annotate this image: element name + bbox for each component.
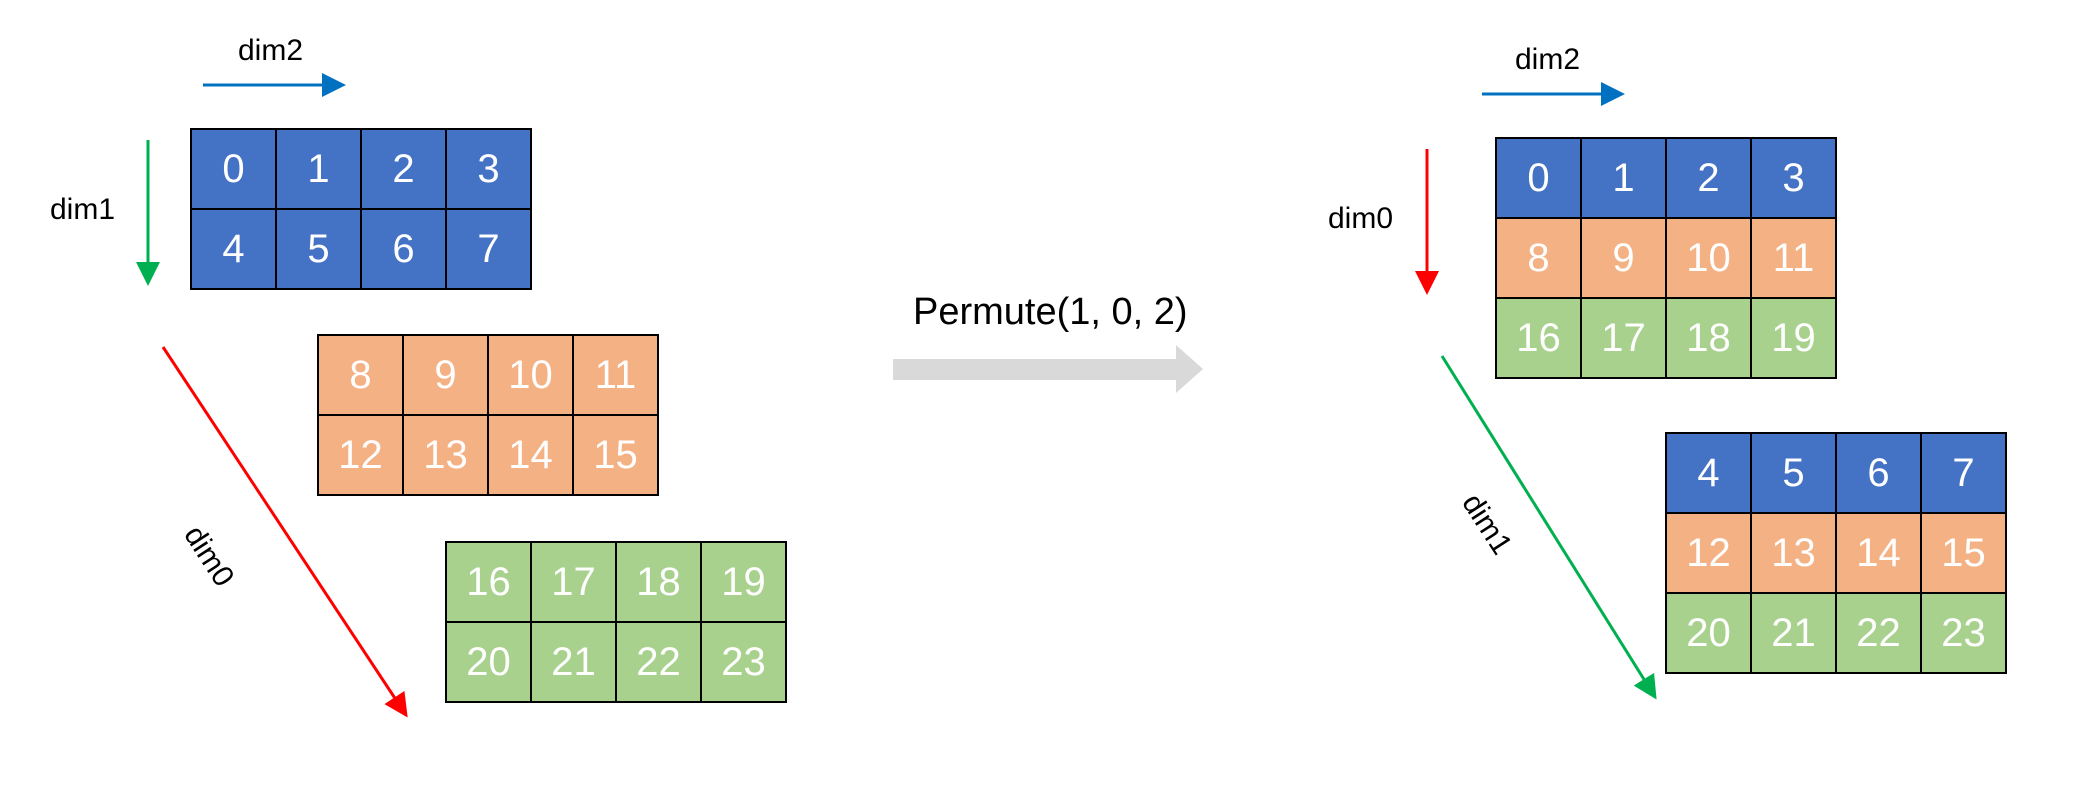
tensor-cell: 11: [1752, 219, 1837, 299]
tensor-cell: 10: [1667, 219, 1752, 299]
tensor-cell: 1: [1582, 139, 1667, 219]
operation-arrow: [893, 345, 1203, 393]
tensor-cell: 14: [1837, 514, 1922, 594]
tensor-cell: 2: [1667, 139, 1752, 219]
tensor-cell: 6: [1837, 434, 1922, 514]
tensor-cell: 0: [1497, 139, 1582, 219]
tensor-cell: 7: [447, 210, 532, 290]
tensor-cell: 20: [1667, 594, 1752, 674]
tensor-cell: 13: [1752, 514, 1837, 594]
left-dim2-label: dim2: [238, 34, 304, 67]
tensor-cell: 9: [404, 336, 489, 416]
tensor-cell: 14: [489, 416, 574, 496]
tensor-cell: 10: [489, 336, 574, 416]
tensor-cell: 21: [532, 623, 617, 703]
tensor-cell: 3: [447, 130, 532, 210]
tensor-cell: 8: [319, 336, 404, 416]
tensor-cell: 21: [1752, 594, 1837, 674]
tensor-cell: 19: [1752, 299, 1837, 379]
tensor-cell: 12: [1667, 514, 1752, 594]
left-dim1-label: dim1: [50, 193, 116, 226]
tensor-cell: 22: [1837, 594, 1922, 674]
left-dim0-arrow: [161, 346, 408, 718]
tensor-cell: 16: [1497, 299, 1582, 379]
tensor-cell: 15: [1922, 514, 2007, 594]
tensor-cell: 7: [1922, 434, 2007, 514]
right-dim1-arrow: [1440, 355, 1657, 700]
tensor-cell: 1: [277, 130, 362, 210]
tensor-cell: 23: [702, 623, 787, 703]
tensor-cell: 6: [362, 210, 447, 290]
tensor-cell: 5: [1752, 434, 1837, 514]
tensor-cell: 22: [617, 623, 702, 703]
tensor-cell: 18: [617, 543, 702, 623]
tensor-cell: 3: [1752, 139, 1837, 219]
tensor-cell: 15: [574, 416, 659, 496]
tensor-cell: 2: [362, 130, 447, 210]
tensor-cell: 19: [702, 543, 787, 623]
tensor-cell: 17: [532, 543, 617, 623]
tensor-cell: 18: [1667, 299, 1752, 379]
tensor-cell: 12: [319, 416, 404, 496]
tensor-cell: 4: [192, 210, 277, 290]
tensor-cell: 8: [1497, 219, 1582, 299]
tensor-cell: 0: [192, 130, 277, 210]
tensor-cell: 17: [1582, 299, 1667, 379]
operation-label: Permute(1, 0, 2): [913, 291, 1188, 333]
right-dim2-label: dim2: [1515, 43, 1581, 76]
tensor-cell: 9: [1582, 219, 1667, 299]
tensor-cell: 13: [404, 416, 489, 496]
tensor-cell: 4: [1667, 434, 1752, 514]
tensor-cell: 5: [277, 210, 362, 290]
tensor-cell: 23: [1922, 594, 2007, 674]
tensor-cell: 20: [447, 623, 532, 703]
right-dim0-label: dim0: [1328, 202, 1394, 235]
tensor-cell: 16: [447, 543, 532, 623]
tensor-cell: 11: [574, 336, 659, 416]
